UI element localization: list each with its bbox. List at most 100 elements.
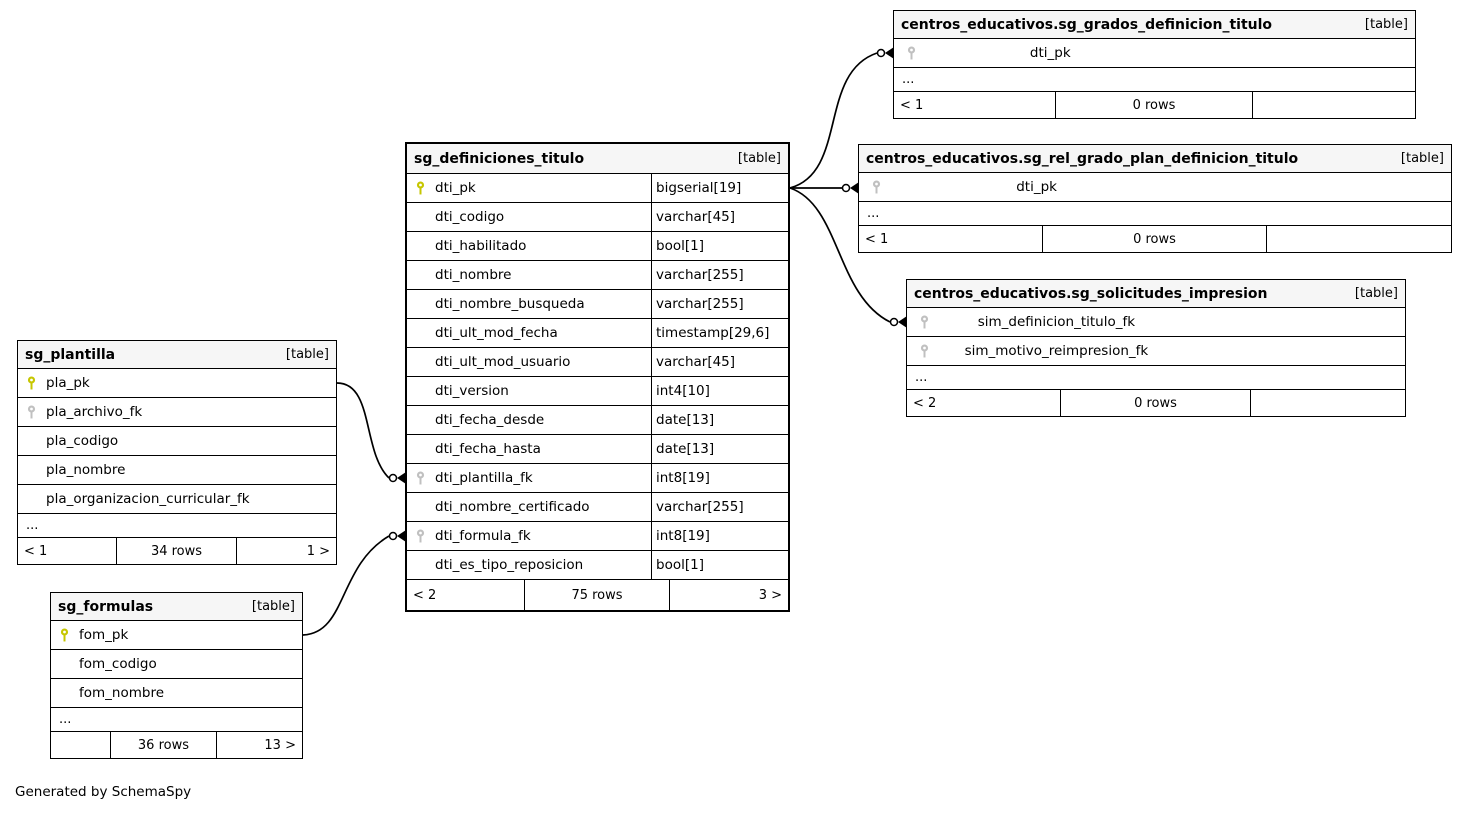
- table-sg-definiciones-titulo[interactable]: sg_definiciones_titulo [table] dti_pk bi…: [405, 142, 790, 612]
- column-type: bigserial[19]: [651, 174, 788, 202]
- table-sg-rel-grado-plan-definicion-titulo[interactable]: centros_educativos.sg_rel_grado_plan_def…: [858, 144, 1452, 253]
- column-type: bool[1]: [651, 232, 788, 260]
- key-slot-empty: [415, 290, 429, 318]
- key-slot-empty: [415, 435, 429, 463]
- primary-key-icon: [415, 174, 429, 202]
- table-title[interactable]: centros_educativos.sg_solicitudes_impres…: [914, 285, 1268, 302]
- table-row: dti_codigo varchar[45]: [407, 203, 788, 232]
- table-row: fom_pk: [51, 621, 302, 650]
- foreign-key-icon: [871, 173, 885, 201]
- ellipsis-row: ...: [18, 514, 336, 538]
- foreign-key-icon: [919, 308, 933, 336]
- primary-key-icon: [26, 369, 40, 397]
- table-title[interactable]: centros_educativos.sg_grados_definicion_…: [901, 16, 1273, 33]
- footer-parents-link: < 2: [907, 390, 1062, 416]
- column-type: varchar[255]: [651, 261, 788, 289]
- relationship-connector-plantilla-definiciones: [336, 382, 390, 479]
- footer-row-count: 0 rows: [1043, 226, 1268, 252]
- key-slot-empty: [415, 493, 429, 521]
- column-name: dti_version: [435, 383, 509, 399]
- footer-children-link: 3 >: [758, 587, 782, 603]
- foreign-key-icon: [415, 522, 429, 550]
- table-row: dti_formula_fk int8[19]: [407, 522, 788, 551]
- table-sg-plantilla[interactable]: sg_plantilla [table] pla_pk pla_archivo_…: [17, 340, 337, 565]
- table-row: pla_pk: [18, 369, 336, 398]
- table-footer: 36 rows 13 >: [51, 732, 302, 758]
- table-footer: < 2 0 rows: [907, 390, 1405, 416]
- table-header: centros_educativos.sg_grados_definicion_…: [894, 11, 1415, 39]
- key-slot-empty: [59, 650, 73, 678]
- column-name: dti_fecha_hasta: [435, 441, 541, 457]
- table-row: dti_nombre_certificado varchar[255]: [407, 493, 788, 522]
- column-name: sim_motivo_reimpresion_fk: [964, 343, 1149, 359]
- key-slot-empty: [26, 427, 40, 455]
- table-row: dti_es_tipo_reposicion bool[1]: [407, 551, 788, 580]
- table-row: dti_habilitado bool[1]: [407, 232, 788, 261]
- foreign-key-icon: [26, 398, 40, 426]
- key-slot-empty: [415, 377, 429, 405]
- column-type: varchar[255]: [651, 290, 788, 318]
- footer-parents-link: < 2: [407, 580, 526, 610]
- column-name: pla_nombre: [46, 462, 126, 478]
- table-row: dti_nombre_busqueda varchar[255]: [407, 290, 788, 319]
- key-slot-empty: [26, 485, 40, 513]
- table-footer: < 2 75 rows 3 >: [407, 580, 788, 610]
- footer-parents-link: < 1: [18, 538, 117, 564]
- table-footer: < 1 0 rows: [894, 92, 1415, 118]
- column-name: dti_plantilla_fk: [435, 470, 533, 486]
- footer-parents-link: [51, 732, 112, 758]
- table-row: dti_fecha_hasta date[13]: [407, 435, 788, 464]
- table-row: pla_codigo: [18, 427, 336, 456]
- column-type: varchar[45]: [651, 348, 788, 376]
- key-slot-empty: [415, 406, 429, 434]
- footer-children-link: [1267, 226, 1451, 252]
- table-header: centros_educativos.sg_solicitudes_impres…: [907, 280, 1405, 308]
- footer-children-link: 1 >: [306, 543, 330, 559]
- column-name: fom_nombre: [79, 685, 165, 701]
- table-row: dti_pk bigserial[19]: [407, 174, 788, 203]
- table-row: pla_organizacion_curricular_fk: [18, 485, 336, 514]
- table-footer: < 1 0 rows: [859, 226, 1451, 252]
- footer-children-link: 13 >: [264, 737, 296, 753]
- table-sg-grados-definicion-titulo[interactable]: centros_educativos.sg_grados_definicion_…: [893, 10, 1416, 119]
- column-name: dti_pk: [1029, 45, 1071, 61]
- column-name: fom_pk: [79, 627, 129, 643]
- generated-by-note: Generated by SchemaSpy: [15, 784, 192, 800]
- foreign-key-icon: [415, 464, 429, 492]
- table-row: fom_codigo: [51, 650, 302, 679]
- footer-parents-link: < 1: [859, 226, 1043, 252]
- column-name: dti_pk: [435, 180, 476, 196]
- table-row: dti_pk: [894, 39, 1415, 68]
- table-title[interactable]: sg_definiciones_titulo: [414, 150, 585, 167]
- table-title[interactable]: sg_formulas: [58, 598, 154, 615]
- column-type: int4[10]: [651, 377, 788, 405]
- column-type: timestamp[29,6]: [651, 319, 788, 347]
- table-row: dti_fecha_desde date[13]: [407, 406, 788, 435]
- column-name: dti_pk: [1016, 179, 1057, 195]
- table-row: pla_nombre: [18, 456, 336, 485]
- ellipsis-row: ...: [907, 366, 1405, 390]
- table-sg-formulas[interactable]: sg_formulas [table] fom_pk fom_codigo fo…: [50, 592, 303, 759]
- table-row: pla_archivo_fk: [18, 398, 336, 427]
- foreign-key-icon: [919, 337, 933, 365]
- table-type-badge: [table]: [1354, 286, 1398, 301]
- column-name: dti_codigo: [435, 209, 505, 225]
- key-slot-empty: [26, 456, 40, 484]
- footer-row-count: 36 rows: [111, 732, 217, 758]
- table-title[interactable]: centros_educativos.sg_rel_grado_plan_def…: [866, 150, 1299, 167]
- key-slot-empty: [415, 319, 429, 347]
- column-type: int8[19]: [651, 522, 788, 550]
- column-type: varchar[45]: [651, 203, 788, 231]
- footer-row-count: 0 rows: [1061, 390, 1251, 416]
- key-slot-empty: [415, 203, 429, 231]
- ellipsis-row: ...: [894, 68, 1415, 92]
- key-slot-empty: [59, 679, 73, 707]
- table-row: fom_nombre: [51, 679, 302, 708]
- table-sg-solicitudes-impresion[interactable]: centros_educativos.sg_solicitudes_impres…: [906, 279, 1406, 417]
- key-slot-empty: [415, 551, 429, 579]
- column-name: pla_codigo: [46, 433, 119, 449]
- column-name: fom_codigo: [79, 656, 157, 672]
- table-title[interactable]: sg_plantilla: [25, 346, 116, 363]
- column-type: date[13]: [651, 435, 788, 463]
